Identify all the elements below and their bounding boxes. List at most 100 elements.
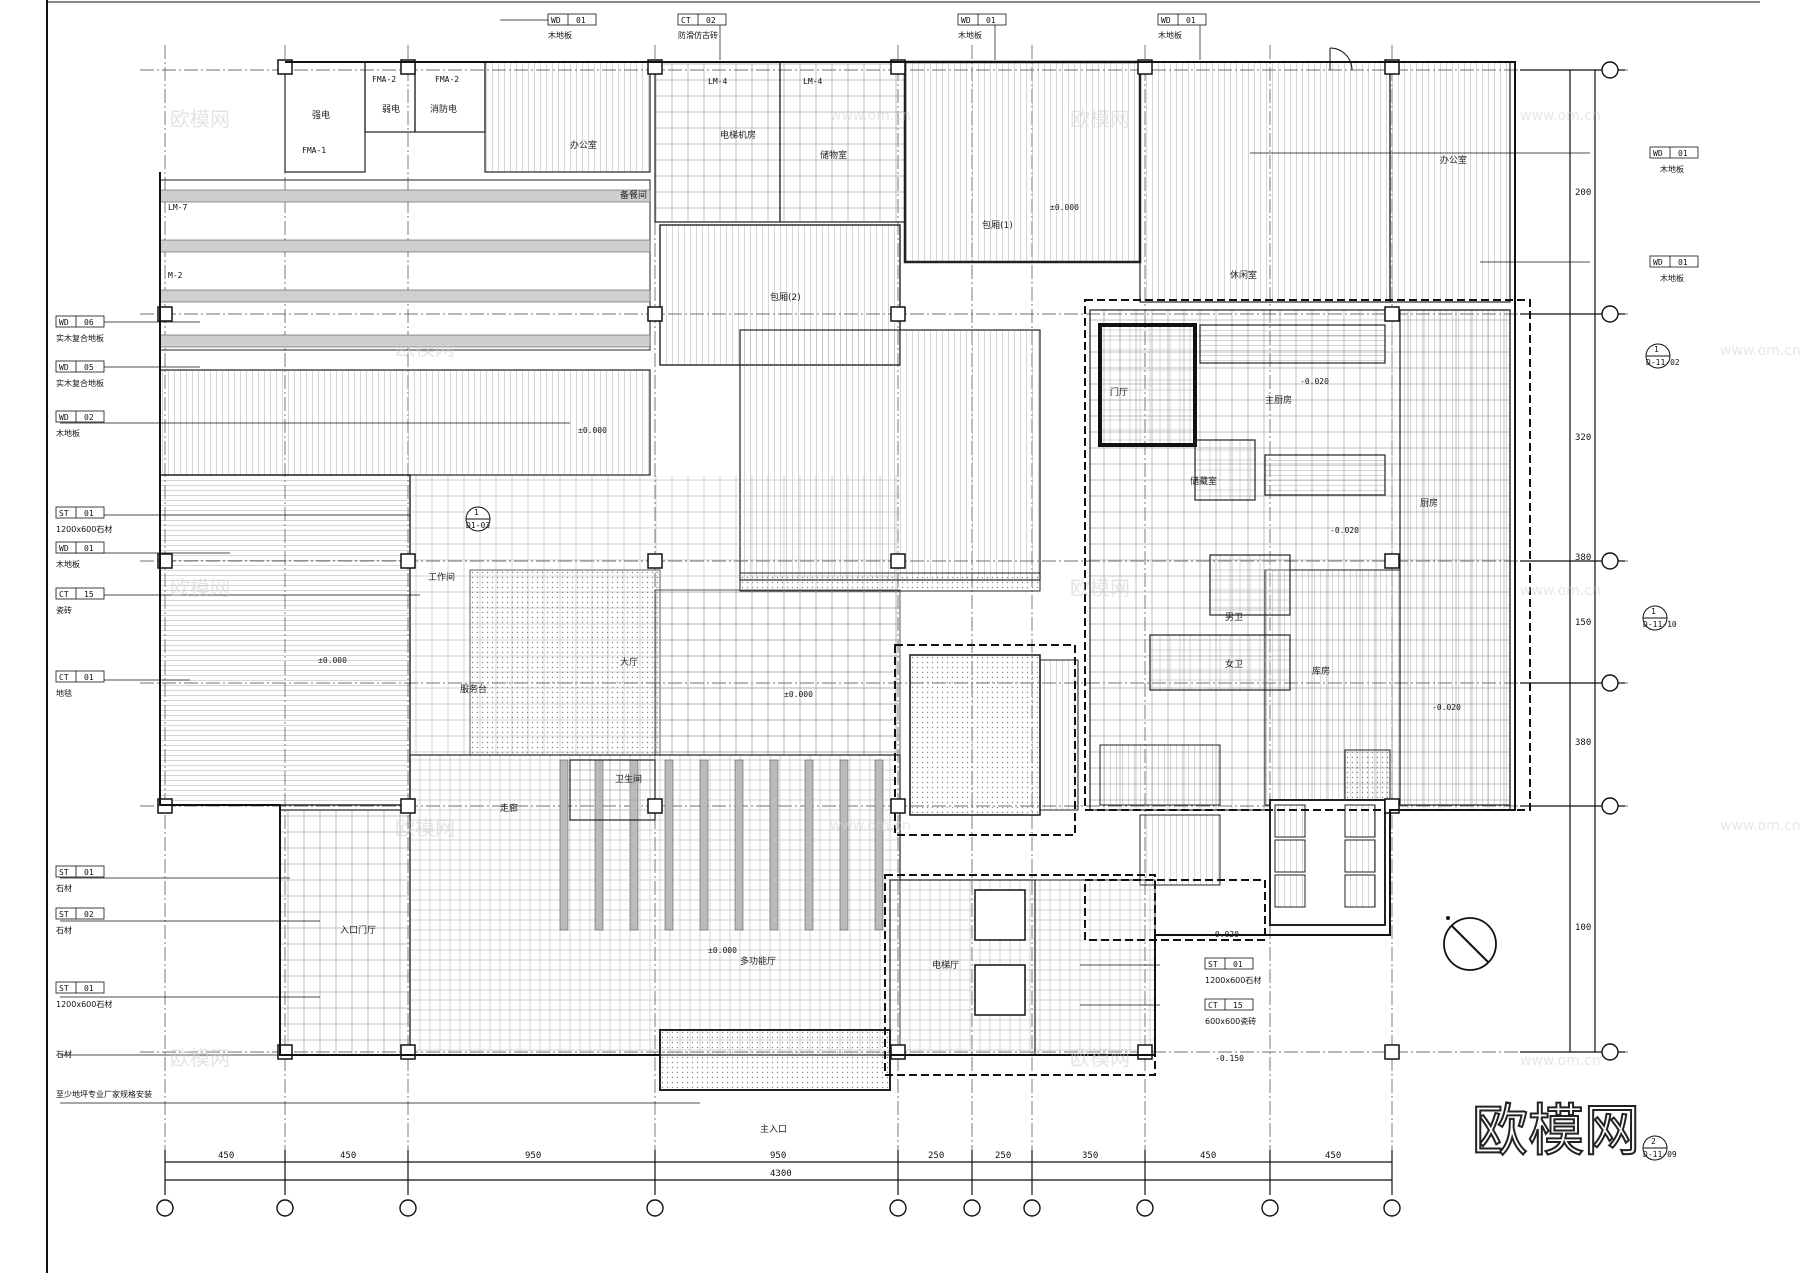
floor-fills bbox=[159, 60, 1511, 1091]
room-label-23: 女卫 bbox=[1225, 658, 1243, 670]
outer-walls bbox=[159, 61, 1516, 1056]
room-label-9: 包厢(2) bbox=[770, 291, 801, 303]
tag-top-3-num: 01 bbox=[986, 16, 996, 25]
material-tags-top: WD 01 木地板 CT 02 防滑仿古砖 WD 01 木地板 WD 01 木地… bbox=[547, 13, 1207, 40]
watermark-3: 欧模网 bbox=[395, 336, 455, 360]
room-label-5: 电梯机房 bbox=[720, 129, 756, 141]
section-mark-2-ref: D-11-02 bbox=[1646, 358, 1680, 367]
door-labels: FMA-2 FMA-2 FMA-1 LM-7 M-2 LM-4 LM-4 bbox=[168, 75, 822, 280]
watermark-2: 欧模网 bbox=[1070, 107, 1130, 131]
tag-left-2-num: 05 bbox=[84, 363, 94, 372]
tag-top-2: CT 02 防滑仿古砖 bbox=[677, 13, 727, 40]
tag-top-3-code: WD bbox=[961, 16, 971, 25]
tag-left-4-code: ST bbox=[59, 509, 69, 518]
watermark-url-2: www.om.cn bbox=[1520, 108, 1601, 124]
elevation-marks: ±0.000 ±0.000 ±0.000 ±0.000 ±0.000 -0.02… bbox=[318, 203, 1461, 1063]
dim-seg-8: 450 bbox=[1200, 1151, 1216, 1161]
right-dim-6: 100 bbox=[1575, 923, 1591, 933]
dim-seg-7: 350 bbox=[1082, 1151, 1098, 1161]
elev-1: ±0.000 bbox=[1050, 203, 1079, 212]
room-label-3: 消防电 bbox=[430, 103, 457, 115]
room-label-11: 办公室 bbox=[1440, 154, 1467, 166]
watermark-1: 欧模网 bbox=[170, 107, 230, 131]
watermark-url-3: www.om.cn bbox=[1720, 343, 1800, 359]
tag-left-1-num: 06 bbox=[84, 318, 94, 327]
section-mark-4-num: 2 bbox=[1651, 1137, 1656, 1146]
tag-left-5-code: WD bbox=[59, 544, 69, 553]
room-label-6: 储物室 bbox=[820, 149, 847, 161]
dim-seg-1: 450 bbox=[218, 1151, 234, 1161]
tag-left-8-code: ST bbox=[59, 868, 69, 877]
elev-2: ±0.000 bbox=[578, 426, 607, 435]
tag-left-5-desc: 木地板 bbox=[56, 559, 80, 569]
tag-mid-1-num: 01 bbox=[1233, 960, 1243, 969]
elev-10: -0.150 bbox=[1215, 1054, 1244, 1063]
room-label-24: 库房 bbox=[1312, 665, 1330, 677]
tag-left-2-desc: 实木复合地板 bbox=[56, 378, 104, 388]
tag-left-9-num: 02 bbox=[84, 910, 94, 919]
door-label-3: FMA-1 bbox=[302, 146, 326, 155]
room-label-21: 厨房 bbox=[1420, 497, 1438, 509]
room-label-26: 电梯厅 bbox=[932, 959, 959, 971]
section-marker-labels: 1 D1-03 1 D-11-02 1 D-11-10 2 D-11-09 bbox=[466, 345, 1680, 1159]
room-labels: 强电 弱电 消防电 办公室 电梯机房 储物室 备餐间 包厢(1) 包厢(2) 休… bbox=[312, 103, 1467, 1135]
tag-left-7-code: CT bbox=[59, 673, 69, 682]
tag-left-3-desc: 木地板 bbox=[56, 428, 80, 438]
elev-4: ±0.000 bbox=[784, 690, 813, 699]
tag-top-4: WD 01 木地板 bbox=[1157, 13, 1207, 40]
door-label-4: LM-7 bbox=[168, 203, 187, 212]
right-axis-bubbles bbox=[1601, 61, 1619, 1061]
watermark-8: 欧模网 bbox=[1070, 1046, 1130, 1070]
watermark-big: 欧模网 bbox=[1472, 1099, 1640, 1164]
room-label-7: 备餐间 bbox=[620, 189, 647, 201]
room-label-12: 工作间 bbox=[428, 571, 455, 583]
room-label-14: 大厅 bbox=[620, 656, 638, 668]
room-label-19: 储藏室 bbox=[1190, 475, 1217, 487]
watermarks: 欧模网 欧模网 欧模网 欧模网 欧模网 欧模网 欧模网 欧模网 www.om.c… bbox=[170, 107, 1800, 1165]
room-label-18: 门厅 bbox=[1110, 386, 1128, 398]
right-dim-1: 200 bbox=[1575, 188, 1591, 198]
tag-top-4-desc: 木地板 bbox=[1158, 30, 1182, 40]
watermark-url-5: www.om.cn bbox=[830, 818, 911, 834]
watermark-7: 欧模网 bbox=[170, 1046, 230, 1070]
tag-left-4-num: 01 bbox=[84, 509, 94, 518]
watermark-url-7: www.om.cn bbox=[1520, 1053, 1601, 1069]
room-label-17: 走廊 bbox=[500, 802, 518, 814]
room-label-10: 休闲室 bbox=[1230, 269, 1257, 281]
door-label-7: LM-4 bbox=[803, 77, 822, 86]
dim-seg-4: 950 bbox=[770, 1151, 786, 1161]
room-label-2: 弱电 bbox=[382, 103, 400, 115]
tag-top-2-num: 02 bbox=[706, 16, 716, 25]
tag-left-7-num: 01 bbox=[84, 673, 94, 682]
tag-top-2-code: CT bbox=[681, 16, 691, 25]
tag-top-1-desc: 木地板 bbox=[548, 30, 572, 40]
tag-mid-1-desc: 1200x600石材 bbox=[1205, 975, 1261, 985]
tag-left-3-num: 02 bbox=[84, 413, 94, 422]
watermark-url-6: www.om.cn bbox=[1720, 818, 1800, 834]
tag-left-10-desc: 1200x600石材 bbox=[56, 999, 112, 1009]
tag-left-8-num: 01 bbox=[84, 868, 94, 877]
tag-right-2-code: WD bbox=[1653, 258, 1663, 267]
tag-left-10-num: 01 bbox=[84, 984, 94, 993]
tag-left-7-desc: 地毯 bbox=[56, 688, 72, 698]
tag-top-4-num: 01 bbox=[1186, 16, 1196, 25]
room-label-22: 男卫 bbox=[1225, 612, 1243, 623]
section-markers bbox=[465, 343, 1671, 1161]
tag-top-1-num: 01 bbox=[576, 16, 586, 25]
right-dim-2: 320 bbox=[1575, 433, 1591, 443]
dim-seg-2: 450 bbox=[340, 1151, 356, 1161]
elev-9: -0.020 bbox=[1210, 930, 1239, 939]
tag-right-1-desc: 木地板 bbox=[1660, 164, 1684, 174]
tag-left-8-desc: 石材 bbox=[56, 883, 72, 893]
room-label-27: 主入口 bbox=[760, 1123, 787, 1135]
right-dim-4: 150 bbox=[1575, 618, 1591, 628]
bottom-dimension-chain bbox=[164, 1150, 1393, 1195]
right-dim-3: 380 bbox=[1575, 553, 1591, 563]
tag-top-1: WD 01 木地板 bbox=[547, 13, 597, 40]
elev-7: -0.020 bbox=[1330, 526, 1359, 535]
